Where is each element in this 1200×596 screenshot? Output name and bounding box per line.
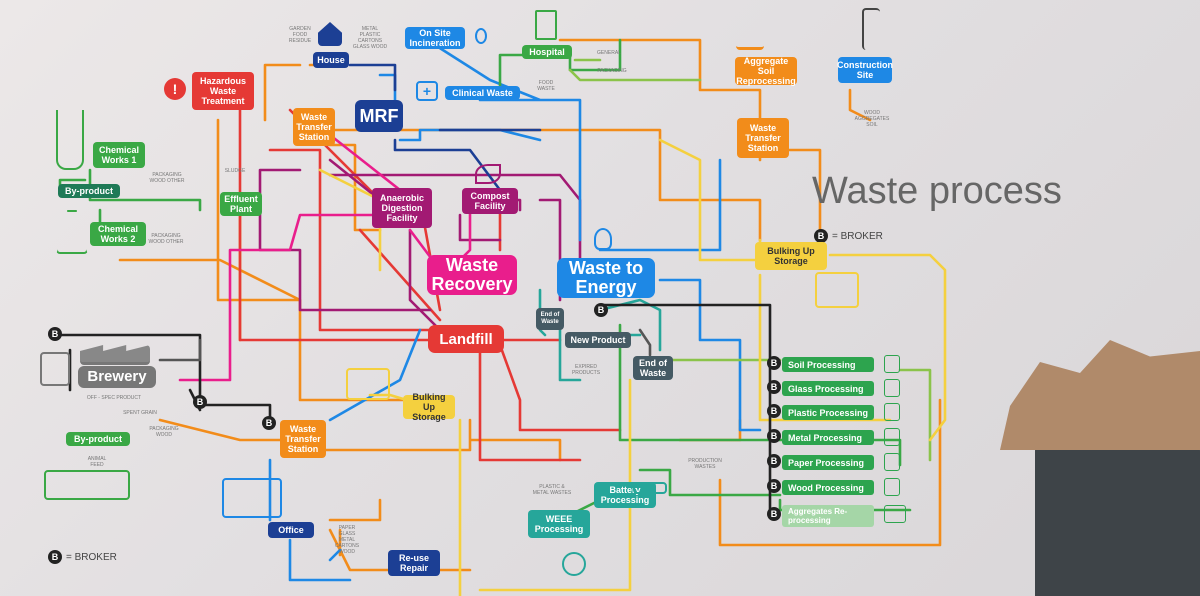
warning-icon: ! xyxy=(164,78,186,100)
factory-icon xyxy=(80,345,150,365)
flow-label: PACKAGING WOOD xyxy=(149,426,179,438)
can-icon xyxy=(884,428,900,446)
broker-icon: B xyxy=(193,395,207,409)
flow-label: PLASTIC & METAL WASTES xyxy=(532,484,572,496)
wood-processing-node: Wood Processing xyxy=(782,480,874,495)
bulking-storage-mid-node: Bulking Up Storage xyxy=(403,392,455,422)
flow-label: FOOD WASTE xyxy=(537,80,555,92)
boxes-icon xyxy=(346,368,390,400)
boxes-icon xyxy=(815,272,859,308)
broker-icon: B xyxy=(814,229,828,243)
bottle-icon xyxy=(884,379,900,397)
broker-icon: B xyxy=(594,303,608,317)
waste-recovery-node: Waste Recovery xyxy=(427,255,517,295)
title-sub: process xyxy=(928,170,1062,212)
metal-processing-node: Metal Processing xyxy=(782,430,874,445)
construction-site-node: Construction Site xyxy=(837,57,893,83)
broker-legend-top: B= BROKER xyxy=(814,229,883,243)
anaerobic-digestion-node: Anaerobic Digestion Facility xyxy=(372,188,432,228)
brewery-node: Brewery xyxy=(78,366,156,388)
soil-processing-node: Soil Processing xyxy=(782,357,874,372)
compost-facility-node: Compost Facility xyxy=(462,188,518,214)
landfill-node: Landfill xyxy=(428,325,504,353)
byproduct-bottom-node: By-product xyxy=(66,432,130,446)
waste-transfer-station-right-node: Waste Transfer Station xyxy=(737,118,789,158)
weee-processing-node: WEEE Processing xyxy=(528,510,590,538)
broker-icon: B xyxy=(767,429,781,443)
broker-icon: B xyxy=(767,507,781,521)
broker-icon: B xyxy=(767,454,781,468)
broker-icon: B xyxy=(767,356,781,370)
battery-processing-node: Battery Processing xyxy=(594,482,656,508)
broker-icon: B xyxy=(262,416,276,430)
aggregate-soil-node: Aggregate Soil Reprocessing xyxy=(735,56,797,86)
glass-processing-node: Glass Processing xyxy=(782,381,874,396)
broker-icon: B xyxy=(767,380,781,394)
flow-label: SPENT GRAIN xyxy=(123,410,157,416)
broker-legend-bottom: B= BROKER xyxy=(48,550,117,564)
battery-icon xyxy=(633,482,667,494)
flow-label: PACKAGING WOOD OTHER xyxy=(148,233,184,245)
broker-icon: B xyxy=(767,479,781,493)
wheelbarrow-icon xyxy=(736,30,764,50)
bottles-icon xyxy=(40,352,70,386)
hospital-node: Hospital xyxy=(522,45,572,59)
flow-label: PACKAGING WOOD OTHER xyxy=(149,172,185,184)
bulking-storage-right-node: Bulking Up Storage xyxy=(755,242,827,270)
documents-bin-icon xyxy=(222,478,282,518)
mrf-node: MRF xyxy=(355,100,403,132)
cows-icon xyxy=(44,470,130,500)
wheelbarrow-icon xyxy=(884,505,906,523)
byproduct-top-node: By-product xyxy=(58,184,120,198)
waste-transfer-station-top-node: Waste Transfer Station xyxy=(293,108,335,146)
lightbulb-icon xyxy=(594,228,612,250)
wheelie-bin xyxy=(1035,445,1200,596)
broker-icon: B xyxy=(767,404,781,418)
house-node: House xyxy=(313,52,349,68)
office-node: Office xyxy=(268,522,314,538)
broker-icon: B xyxy=(48,327,62,341)
flow-label: PAPER GLASS METAL CARTONS WOOD xyxy=(334,525,360,555)
sprout-icon xyxy=(475,164,501,184)
new-product-node: New Product xyxy=(565,332,631,348)
end-of-waste-2-node: End of Waste xyxy=(633,356,673,380)
on-site-incineration-node: On Site Incineration xyxy=(405,27,465,49)
flow-label: PACKAGING xyxy=(597,68,627,74)
chemical-works-1-node: Chemical Works 1 xyxy=(93,142,145,168)
page-title: Waste process xyxy=(812,170,1062,212)
flow-label: GENERAL xyxy=(597,50,621,56)
flow-label: GARDEN FOOD RESIDUE xyxy=(288,26,312,44)
flow-label: SLUDGE xyxy=(224,168,246,174)
end-of-waste-1-node: End of Waste xyxy=(536,308,564,330)
reuse-repair-node: Re-use Repair xyxy=(388,550,440,576)
paper-icon xyxy=(884,453,900,471)
waste-transfer-station-bottom-node: Waste Transfer Station xyxy=(280,420,326,458)
test-tubes-icon xyxy=(56,110,84,170)
broker-icon: B xyxy=(48,550,62,564)
leaf-icon xyxy=(884,355,900,373)
effluent-plant-node: Effluent Plant xyxy=(220,192,262,216)
waste-to-energy-node: Waste to Energy xyxy=(557,258,655,298)
log-icon xyxy=(884,478,900,496)
plug-icon xyxy=(562,552,586,576)
flame-icon xyxy=(475,28,487,44)
hospital-building-icon xyxy=(535,10,557,40)
hazardous-waste-node: Hazardous Waste Treatment xyxy=(192,72,254,110)
flow-label: PRODUCTION WASTES xyxy=(688,458,722,470)
plastic-bottle-icon xyxy=(884,403,900,421)
flow-label: WOOD AGGREGATES SOIL xyxy=(854,110,890,128)
chemical-works-2-node: Chemical Works 2 xyxy=(90,222,146,246)
medical-kit-icon: + xyxy=(416,81,438,101)
clinical-waste-node: Clinical Waste xyxy=(445,86,520,100)
flow-label: METAL PLASTIC CARTONS GLASS WOOD xyxy=(352,26,388,50)
flow-label: ANIMAL FEED xyxy=(87,456,107,468)
aggregates-reprocessing-node: Aggregates Re-processing xyxy=(782,505,874,527)
paper-processing-node: Paper Processing xyxy=(782,455,874,470)
plastic-processing-node: Plastic Processing xyxy=(782,405,874,420)
crane-icon xyxy=(862,8,880,50)
flow-label: OFF - SPEC PRODUCT xyxy=(86,395,142,401)
flow-label: EXPIRED PRODUCTS xyxy=(571,364,601,376)
